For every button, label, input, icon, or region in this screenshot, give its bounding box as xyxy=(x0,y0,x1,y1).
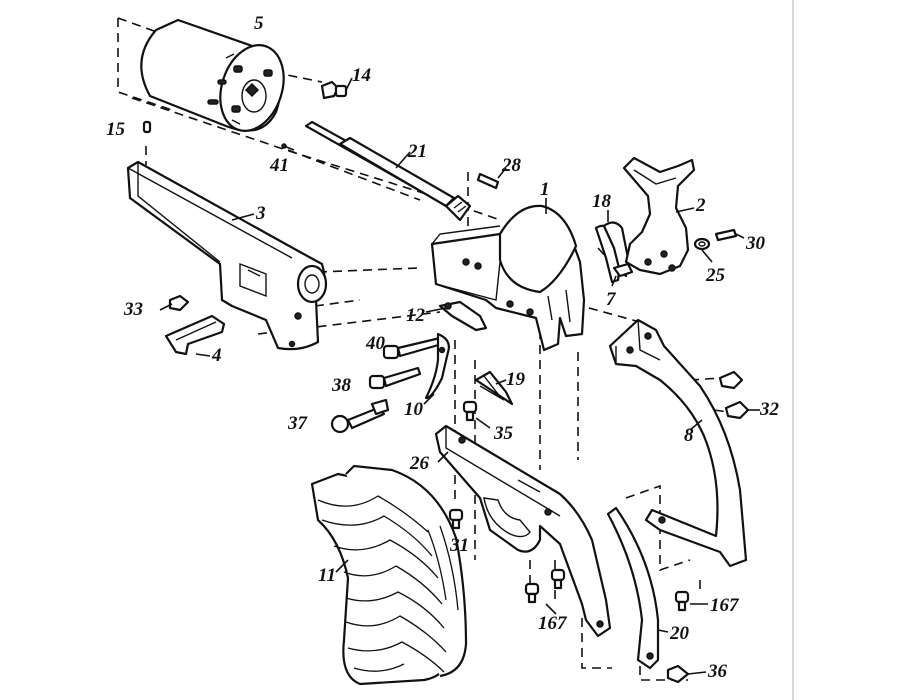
grips-part xyxy=(310,464,468,686)
callout-7: 7 xyxy=(606,289,616,310)
trigger-spring-part xyxy=(474,370,514,406)
screw-37-part xyxy=(330,398,390,434)
callout-2: 2 xyxy=(696,195,706,216)
screws-167-guard-part xyxy=(524,568,566,615)
callout-1: 1 xyxy=(540,179,550,200)
screw-31-part xyxy=(448,508,464,530)
bolt-part xyxy=(425,300,488,332)
callout-20: 20 xyxy=(670,623,689,644)
frame-part xyxy=(430,198,586,352)
pin-41-part xyxy=(281,143,295,151)
page-edge-divider xyxy=(792,0,794,700)
callout-40: 40 xyxy=(366,333,385,354)
mainspring-part xyxy=(606,506,669,670)
callout-32: 32 xyxy=(760,399,779,420)
callout-8: 8 xyxy=(684,425,694,446)
callout-5: 5 xyxy=(254,13,264,34)
callout-28: 28 xyxy=(502,155,521,176)
screw-40-part xyxy=(382,336,444,360)
spring-7-part xyxy=(611,262,634,287)
callout-12: 12 xyxy=(406,305,425,326)
callout-11: 11 xyxy=(318,565,336,586)
arbor-part xyxy=(304,120,472,222)
hammer-screw-25-part xyxy=(693,237,713,263)
nipple-part xyxy=(320,77,353,100)
callout-3: 3 xyxy=(256,203,266,224)
screw-167-backstrap-part xyxy=(674,590,708,612)
callout-37: 37 xyxy=(288,413,307,434)
pin-28-part xyxy=(476,167,507,190)
callout-167-backstrap: 167 xyxy=(710,595,739,616)
callout-36: 36 xyxy=(708,661,727,682)
screw-33-part xyxy=(159,294,190,312)
cylinder-part xyxy=(140,18,285,132)
trigger-part xyxy=(423,332,450,405)
callout-38: 38 xyxy=(332,375,351,396)
callout-31: 31 xyxy=(450,535,469,556)
wedge-screw-part xyxy=(142,120,152,134)
screws-32-part xyxy=(718,370,760,420)
callout-14: 14 xyxy=(352,65,371,86)
hammer-part xyxy=(622,156,696,276)
callout-41: 41 xyxy=(270,155,289,176)
callout-33: 33 xyxy=(124,299,143,320)
callout-26: 26 xyxy=(410,453,429,474)
wedge-part xyxy=(164,314,226,357)
trigger-guard-part xyxy=(434,424,612,638)
callout-4: 4 xyxy=(212,345,222,366)
screw-38-part xyxy=(368,366,422,390)
callout-19: 19 xyxy=(506,369,525,390)
screw-36-part xyxy=(666,664,707,684)
callout-35: 35 xyxy=(494,423,513,444)
callout-15: 15 xyxy=(106,119,125,140)
screw-35-part xyxy=(462,400,491,429)
callout-18: 18 xyxy=(592,191,611,212)
callout-167-guard: 167 xyxy=(538,613,567,634)
roller-30-part xyxy=(714,228,745,242)
backstrap-part xyxy=(608,318,748,568)
callout-30: 30 xyxy=(746,233,765,254)
barrel-part xyxy=(126,160,328,351)
callout-10: 10 xyxy=(404,399,423,420)
callout-21: 21 xyxy=(408,141,427,162)
callout-25: 25 xyxy=(706,265,725,286)
